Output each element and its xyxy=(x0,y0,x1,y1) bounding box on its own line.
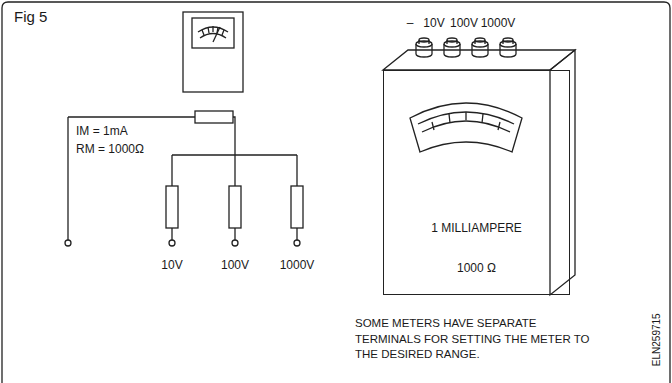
range-label: 10V xyxy=(161,259,182,273)
terminal-label: 100V xyxy=(450,17,478,31)
meter-housing xyxy=(183,12,243,92)
resistor-symbol xyxy=(166,186,178,228)
range-label: 1000V xyxy=(280,259,315,273)
meter-dial xyxy=(192,18,234,48)
figure-title: Fig 5 xyxy=(14,8,47,25)
meter-box-top xyxy=(383,50,575,70)
terminal xyxy=(294,240,300,246)
resistor-symbol xyxy=(229,186,241,228)
terminal xyxy=(169,240,175,246)
terminal-knobs xyxy=(416,38,516,57)
terminal-label: 1000V xyxy=(481,17,516,31)
terminal-label: – xyxy=(407,17,414,31)
meter-resistance: 1000 Ω xyxy=(384,261,569,275)
figure-code: ELN259715 xyxy=(650,314,662,367)
meter-box-front: 1 MILLIAMPERE 1000 Ω xyxy=(383,70,570,295)
current-label: IM = 1mA xyxy=(76,125,128,139)
wire xyxy=(172,228,297,240)
resistance-label: RM = 1000Ω xyxy=(76,143,144,157)
dial-ticks xyxy=(202,26,224,35)
terminal xyxy=(65,240,71,246)
terminal-label: 10V xyxy=(423,17,444,31)
range-label: 100V xyxy=(221,259,249,273)
wire xyxy=(172,155,297,186)
meter-box-side xyxy=(550,50,575,295)
meter-needle xyxy=(213,27,220,42)
terminal xyxy=(232,240,238,246)
resistor-symbol xyxy=(291,186,303,228)
meter-rating: 1 MILLIAMPERE xyxy=(384,221,569,235)
note-text: SOME METERS HAVE SEPARATE TERMINALS FOR … xyxy=(355,316,595,363)
meter-dial xyxy=(410,103,522,152)
wire xyxy=(67,117,68,240)
resistor-symbol xyxy=(195,111,233,123)
